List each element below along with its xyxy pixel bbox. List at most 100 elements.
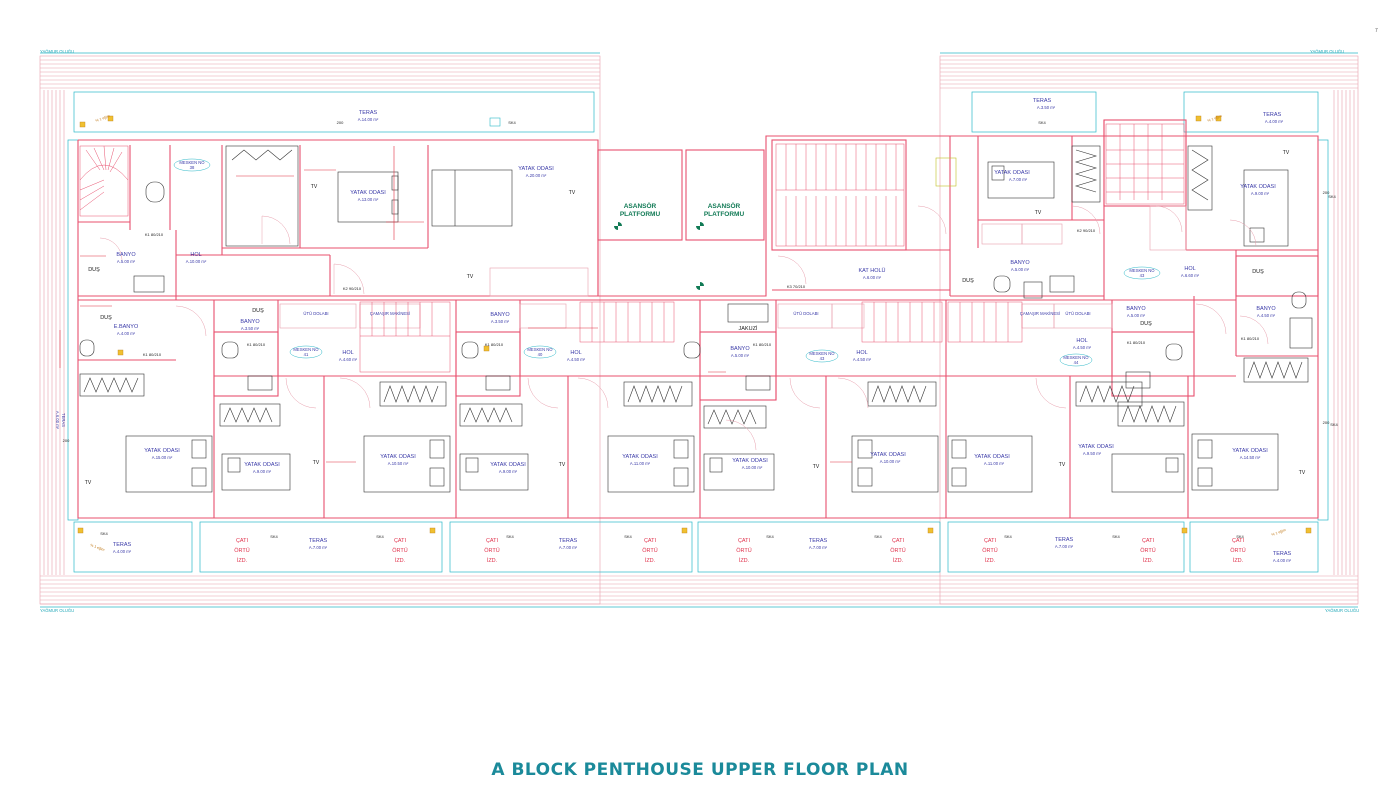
room-label: TERAS bbox=[113, 542, 132, 548]
svg-text:200: 200 bbox=[63, 438, 70, 443]
room-label: BANYO bbox=[1010, 260, 1030, 266]
svg-text:ÇATI: ÇATI bbox=[644, 538, 657, 544]
furniture bbox=[79, 145, 1313, 493]
door-code: K3 70/210 bbox=[787, 284, 806, 289]
room-area: A.3.50 m² bbox=[491, 319, 510, 324]
door-swings bbox=[99, 205, 1269, 451]
svg-text:% 1 eğim: % 1 eğim bbox=[90, 543, 105, 552]
svg-text:SK4: SK4 bbox=[1112, 534, 1120, 539]
svg-text:% 1 eğim: % 1 eğim bbox=[1207, 114, 1222, 123]
room-area: A.20.00 m² bbox=[526, 173, 547, 178]
unit-label: MESKEN NO bbox=[1129, 268, 1155, 273]
unit-number: 41 bbox=[304, 352, 309, 357]
room-label: TERAS bbox=[1033, 98, 1052, 104]
room-label: TERAS bbox=[809, 538, 828, 544]
room-label: E.BANYO bbox=[114, 324, 139, 330]
svg-text:ÇATI: ÇATI bbox=[486, 538, 499, 544]
svg-text:ÇATI: ÇATI bbox=[1142, 538, 1155, 544]
room-label: HOL bbox=[856, 350, 867, 356]
svg-text:ÖRTÜ: ÖRTÜ bbox=[1230, 547, 1246, 554]
room-label: DUŞ bbox=[1252, 269, 1264, 275]
room-label: HOL bbox=[342, 350, 353, 356]
room-label: BANYO bbox=[730, 346, 750, 352]
room-label: DUŞ bbox=[88, 267, 100, 273]
elevator-label: PLATFORMU bbox=[620, 211, 661, 218]
svg-text:ÇATI: ÇATI bbox=[236, 538, 249, 544]
unit-tag bbox=[1059, 353, 1093, 367]
svg-text:İZD.: İZD. bbox=[1143, 557, 1154, 564]
slope-arrows: % 1 eğim % 1 eğim % 1 eğim % 1 eğim bbox=[90, 114, 1287, 552]
svg-text:SK4: SK4 bbox=[270, 534, 278, 539]
room-label: BANYO bbox=[1126, 306, 1146, 312]
tv-label: TV bbox=[311, 184, 318, 190]
door-code: K1 80/210 bbox=[1241, 336, 1260, 341]
room-area: A.5.00 m² bbox=[1127, 313, 1146, 318]
room-area: A.5.00 m² bbox=[117, 259, 136, 264]
svg-text:İZD.: İZD. bbox=[985, 557, 996, 564]
walls bbox=[77, 119, 1319, 519]
room-area: A.11.00 m² bbox=[984, 461, 1005, 466]
unit-number: 44 bbox=[1074, 360, 1079, 365]
room-area: A.10.00 m² bbox=[186, 259, 207, 264]
room-label: HOL bbox=[1184, 266, 1195, 272]
svg-text:SK4: SK4 bbox=[100, 531, 108, 536]
gutter-label: YAĞMUR OLUĞU bbox=[1325, 608, 1359, 613]
svg-text:ÖRTÜ: ÖRTÜ bbox=[642, 547, 658, 554]
room-area: A.9.00 m² bbox=[499, 469, 518, 474]
room-label: YATAK ODASI bbox=[870, 452, 906, 458]
room-area: A.4.50 m² bbox=[567, 357, 586, 362]
svg-text:ÇATI: ÇATI bbox=[1232, 538, 1245, 544]
room-area: A.14.50 m² bbox=[1240, 455, 1261, 460]
room-area: A.7.00 m² bbox=[1055, 544, 1074, 549]
room-label: HOL bbox=[190, 252, 201, 258]
room-area: A.4.00 m² bbox=[1265, 119, 1284, 124]
door-code: K1 80/210 bbox=[753, 342, 772, 347]
terrace-outlines bbox=[67, 91, 1329, 573]
svg-text:İZD.: İZD. bbox=[395, 557, 406, 564]
svg-text:200: 200 bbox=[1323, 420, 1330, 425]
room-area: A.10.00 m² bbox=[880, 459, 901, 464]
svg-text:İZD.: İZD. bbox=[893, 557, 904, 564]
svg-text:SK4: SK4 bbox=[376, 534, 384, 539]
svg-text:SK4: SK4 bbox=[1038, 120, 1046, 125]
svg-text:ÇATI: ÇATI bbox=[394, 538, 407, 544]
room-area: A.13.00 m² bbox=[358, 197, 379, 202]
svg-text:SK4: SK4 bbox=[1004, 534, 1012, 539]
elevator-label: ASANSÖR bbox=[708, 201, 741, 210]
svg-text:ÖRTÜ: ÖRTÜ bbox=[234, 547, 250, 554]
corner-mark: 7 bbox=[1375, 28, 1378, 34]
room-area: A.7.00 m² bbox=[809, 545, 828, 550]
room-label: YATAK ODASI bbox=[350, 190, 386, 196]
room-label: DUŞ bbox=[100, 315, 112, 321]
tv-label: TV bbox=[1059, 462, 1066, 468]
room-label: TERAS bbox=[1263, 112, 1282, 118]
unit-label: MESKEN NO bbox=[179, 160, 205, 165]
room-label: YATAK ODASI bbox=[1232, 448, 1268, 454]
shaft bbox=[935, 157, 957, 187]
gutter-label: YAĞMUR OLUĞU bbox=[1310, 49, 1344, 54]
svg-text:İZD.: İZD. bbox=[739, 557, 750, 564]
room-label: DUŞ bbox=[962, 278, 974, 284]
svg-text:ÖRTÜ: ÖRTÜ bbox=[1140, 547, 1156, 554]
unit-number: 38 bbox=[190, 165, 195, 170]
room-area: A.4.60 m² bbox=[339, 357, 358, 362]
room-area: A.14.00 m² bbox=[358, 117, 379, 122]
room-label: YATAK ODASI bbox=[974, 454, 1010, 460]
unit-label: MESKEN NO bbox=[1063, 355, 1089, 360]
room-area: A.7.00 m² bbox=[559, 545, 578, 550]
room-label: TERAS bbox=[1055, 537, 1074, 543]
svg-text:SK4: SK4 bbox=[1330, 422, 1338, 427]
tv-label: TV bbox=[313, 460, 320, 466]
tv-label: TV bbox=[85, 480, 92, 486]
room-label: KAT HOLÜ bbox=[859, 267, 886, 274]
unit-tag bbox=[173, 158, 211, 172]
svg-text:SK4: SK4 bbox=[1236, 534, 1244, 539]
elevator-label: PLATFORMU bbox=[704, 211, 745, 218]
plan-title: A BLOCK PENTHOUSE UPPER FLOOR PLAN bbox=[491, 760, 909, 780]
room-label: TERAS bbox=[309, 538, 328, 544]
tv-label: TV bbox=[569, 190, 576, 196]
room-area: A.4.50 m² bbox=[853, 357, 872, 362]
unit-number: 40 bbox=[538, 352, 543, 357]
unit-label: MESKEN NO bbox=[809, 351, 835, 356]
room-label: DUŞ bbox=[252, 308, 264, 314]
